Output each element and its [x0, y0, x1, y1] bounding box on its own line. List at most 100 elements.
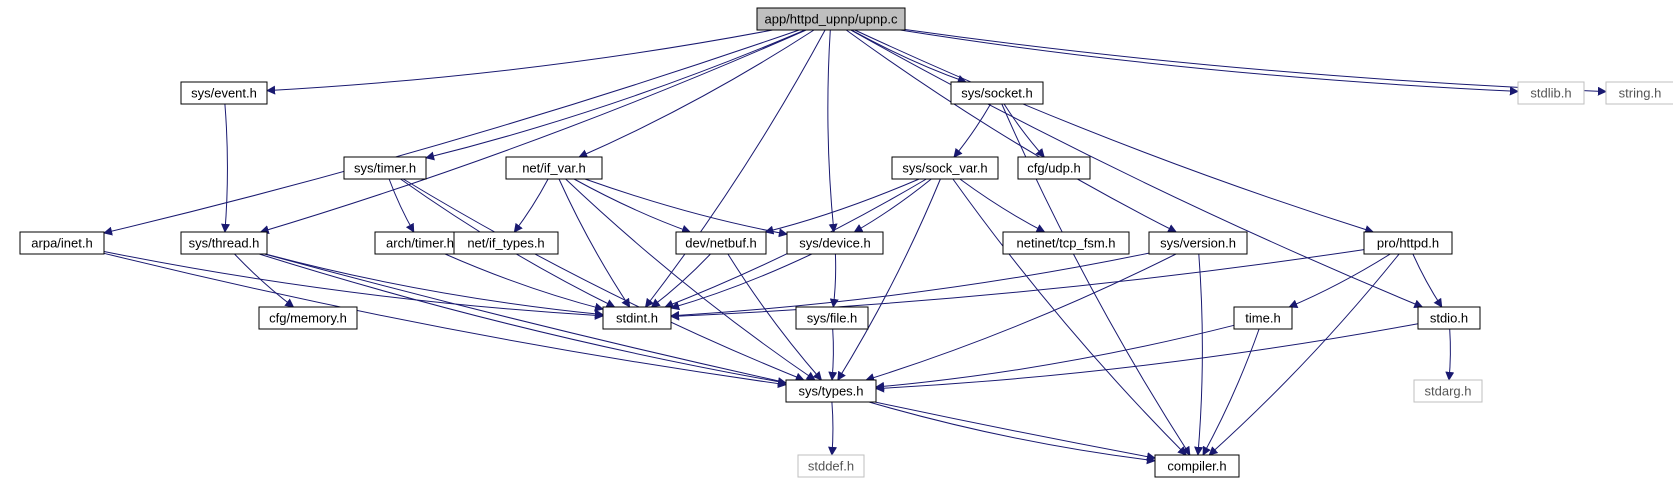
edge-httpd-to-stdint: [670, 249, 1365, 321]
node-tcpfsm-box: [1002, 231, 1130, 255]
edge-root-to-version: [845, 29, 1178, 233]
node-file-box: [795, 306, 869, 330]
node-timer-label: sys/timer.h: [354, 161, 416, 176]
node-types[interactable]: sys/types.h: [785, 379, 877, 403]
edge-stdio-to-types: [875, 323, 1419, 393]
edge-timer-to-archtimer: [388, 178, 415, 233]
node-socket[interactable]: sys/socket.h: [950, 81, 1044, 105]
node-iftypes[interactable]: net/if_types.h: [453, 231, 559, 255]
node-version[interactable]: sys/version.h: [1148, 231, 1248, 255]
node-stdarg[interactable]: stdarg.h: [1413, 379, 1483, 403]
edge-thread-to-types: [259, 253, 787, 387]
node-string-box: [1605, 81, 1673, 105]
edge-device-to-file: [829, 253, 839, 308]
nodes-layer: app/httpd_upnp/upnp.c sys/event.h sys/sock…: [19, 7, 1673, 478]
edge-root-to-device: [827, 29, 838, 233]
edge-types-to-compiler: [868, 401, 1156, 465]
node-sockvar-label: sys/sock_var.h: [902, 161, 987, 176]
node-root-label: app/httpd_upnp/upnp.c: [764, 12, 898, 27]
node-stdint[interactable]: stdint.h: [602, 306, 672, 330]
node-stddef-label: stddef.h: [808, 459, 854, 474]
edge-ifvar-to-device: [584, 178, 788, 238]
edge-sockvar-to-netbuf: [764, 178, 920, 235]
node-udp[interactable]: cfg/udp.h: [1017, 156, 1091, 180]
node-types-label: sys/types.h: [798, 384, 863, 399]
node-inet-box: [19, 231, 105, 255]
node-device-label: sys/device.h: [799, 236, 871, 251]
edge-sockvar-to-device: [853, 178, 932, 233]
node-time[interactable]: time.h: [1233, 306, 1293, 330]
node-socket-label: sys/socket.h: [961, 86, 1033, 101]
edge-socket-to-compiler: [1001, 103, 1191, 456]
node-tcpfsm-label: netinet/tcp_fsm.h: [1017, 236, 1116, 251]
node-stdarg-label: stdarg.h: [1425, 384, 1472, 399]
node-version-box: [1148, 231, 1248, 255]
edge-types-to-stddef: [828, 401, 838, 456]
edge-archtimer-to-stdint: [444, 253, 604, 312]
node-file-label: sys/file.h: [807, 311, 858, 326]
node-sockvar[interactable]: sys/sock_var.h: [891, 156, 999, 180]
node-device[interactable]: sys/device.h: [786, 231, 884, 255]
node-stdio[interactable]: stdio.h: [1417, 306, 1481, 330]
node-stddef[interactable]: stddef.h: [797, 454, 865, 478]
node-ifvar-label: net/if_var.h: [522, 161, 586, 176]
edge-httpd-to-stdio: [1412, 253, 1443, 308]
edges-layer: [103, 29, 1607, 465]
node-stdlib[interactable]: stdlib.h: [1517, 81, 1585, 105]
node-socket-box: [950, 81, 1044, 105]
node-compiler[interactable]: compiler.h: [1154, 454, 1240, 478]
edge-root-to-stdlib: [900, 29, 1519, 96]
edge-socket-to-udp: [1003, 103, 1045, 158]
node-thread-box: [180, 231, 268, 255]
node-root[interactable]: app/httpd_upnp/upnp.c: [756, 7, 906, 31]
node-udp-box: [1017, 156, 1091, 180]
edge-root-to-string: [904, 29, 1607, 96]
edge-timer-to-types: [402, 178, 805, 382]
node-memory[interactable]: cfg/memory.h: [258, 306, 358, 330]
edge-ifvar-to-netbuf: [573, 178, 691, 234]
node-stdarg-box: [1413, 379, 1483, 403]
node-compiler-box: [1154, 454, 1240, 478]
node-netbuf[interactable]: dev/netbuf.h: [675, 231, 767, 255]
edge-version-to-stdint: [670, 252, 1150, 320]
node-event-label: sys/event.h: [191, 86, 257, 101]
node-httpd[interactable]: pro/httpd.h: [1363, 231, 1453, 255]
node-memory-box: [258, 306, 358, 330]
node-stdlib-label: stdlib.h: [1530, 86, 1571, 101]
node-sockvar-box: [891, 156, 999, 180]
edge-device-to-stdint: [670, 253, 813, 311]
edge-inet-to-stdint: [103, 251, 604, 320]
edge-root-to-timer: [425, 29, 806, 161]
node-thread-label: sys/thread.h: [189, 236, 260, 251]
node-memory-label: cfg/memory.h: [269, 311, 347, 326]
node-root-box: [756, 7, 906, 31]
node-iftypes-box: [453, 231, 559, 255]
edge-root-to-stdio: [850, 29, 1424, 309]
node-udp-label: cfg/udp.h: [1027, 161, 1081, 176]
edge-ifvar-to-iftypes: [513, 178, 549, 233]
node-string[interactable]: string.h: [1605, 81, 1673, 105]
node-thread[interactable]: sys/thread.h: [180, 231, 268, 255]
edge-netbuf-to-types: [727, 253, 822, 381]
node-inet[interactable]: arpa/inet.h: [19, 231, 105, 255]
node-stdio-label: stdio.h: [1430, 311, 1468, 326]
edge-time-to-compiler: [1202, 328, 1260, 456]
edge-file-to-types: [828, 328, 838, 381]
edge-version-to-types: [865, 253, 1177, 382]
edge-ifvar-to-stdint: [558, 178, 631, 308]
node-time-box: [1233, 306, 1293, 330]
node-archtimer[interactable]: arch/timer.h: [374, 231, 466, 255]
edge-time-to-types: [875, 324, 1235, 391]
node-file[interactable]: sys/file.h: [795, 306, 869, 330]
edge-stdio-to-stdarg: [1445, 328, 1455, 381]
node-inet-label: arpa/inet.h: [31, 236, 92, 251]
edge-root-to-event: [266, 29, 773, 95]
node-timer[interactable]: sys/timer.h: [343, 156, 427, 180]
node-event[interactable]: sys/event.h: [180, 81, 268, 105]
node-tcpfsm[interactable]: netinet/tcp_fsm.h: [1002, 231, 1130, 255]
node-stdlib-box: [1517, 81, 1585, 105]
node-stdint-label: stdint.h: [616, 311, 658, 326]
node-archtimer-label: arch/timer.h: [386, 236, 454, 251]
node-ifvar[interactable]: net/if_var.h: [505, 156, 603, 180]
